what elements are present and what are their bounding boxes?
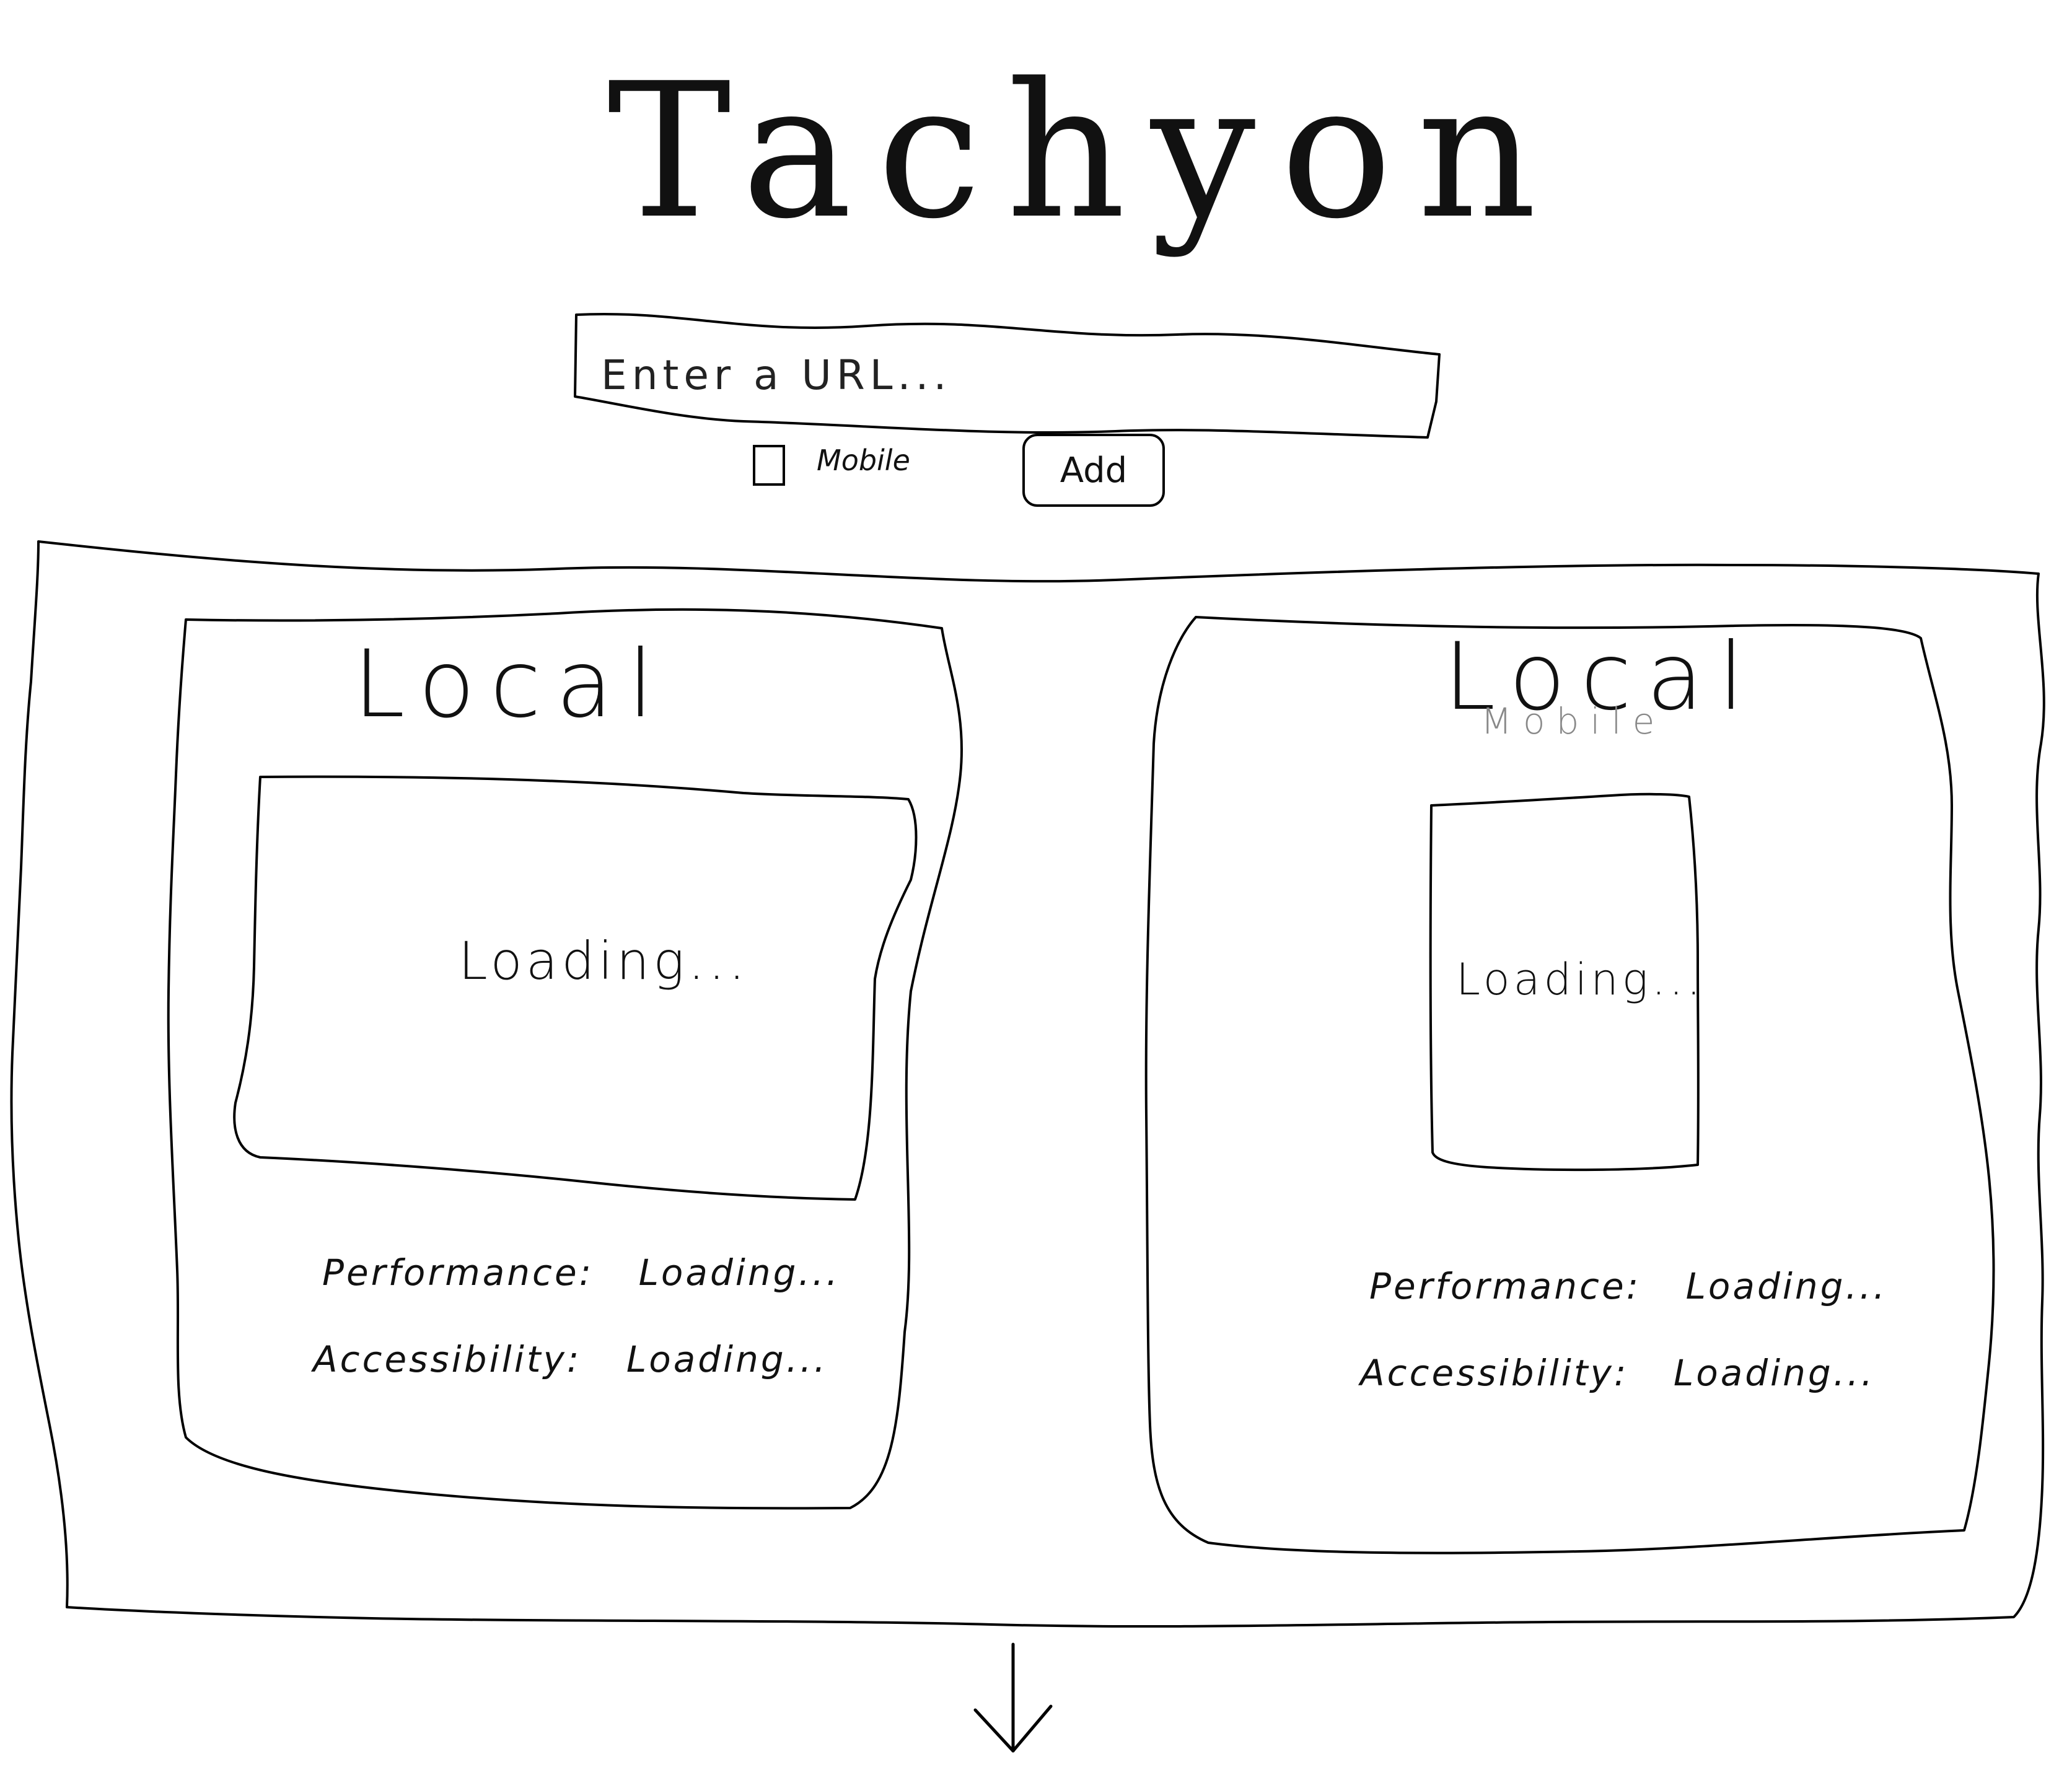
accessibility-label: Accessibility: <box>1360 1352 1629 1394</box>
card-title: Local <box>353 631 669 739</box>
card-local-mobile-outline <box>1144 616 1995 1554</box>
performance-label: Performance: <box>1369 1265 1641 1307</box>
card-subtitle: Mobile <box>1481 700 1666 742</box>
mobile-checkbox[interactable] <box>753 445 785 486</box>
app-title: Tachyon <box>607 43 1562 260</box>
performance-value: Loading... <box>1685 1265 1887 1307</box>
accessibility-metric: Accessibility: Loading... <box>313 1338 828 1380</box>
performance-metric: Performance: Loading... <box>322 1252 840 1294</box>
preview-loading-text: Loading... <box>1456 954 1705 1005</box>
performance-label: Performance: <box>322 1252 594 1294</box>
mobile-checkbox-label[interactable]: Mobile <box>817 444 910 477</box>
card-title: Local <box>1444 623 1759 731</box>
accessibility-value: Loading... <box>626 1338 828 1380</box>
arrow-down-icon[interactable] <box>967 1636 1060 1760</box>
accessibility-metric: Accessibility: Loading... <box>1360 1352 1875 1394</box>
add-button[interactable]: Add <box>1022 434 1165 507</box>
url-input[interactable] <box>576 316 1438 434</box>
accessibility-label: Accessibility: <box>313 1338 582 1380</box>
accessibility-value: Loading... <box>1673 1352 1876 1394</box>
performance-metric: Performance: Loading... <box>1369 1265 1887 1307</box>
preview-loading-text: Loading... <box>459 931 749 991</box>
performance-value: Loading... <box>638 1252 840 1294</box>
